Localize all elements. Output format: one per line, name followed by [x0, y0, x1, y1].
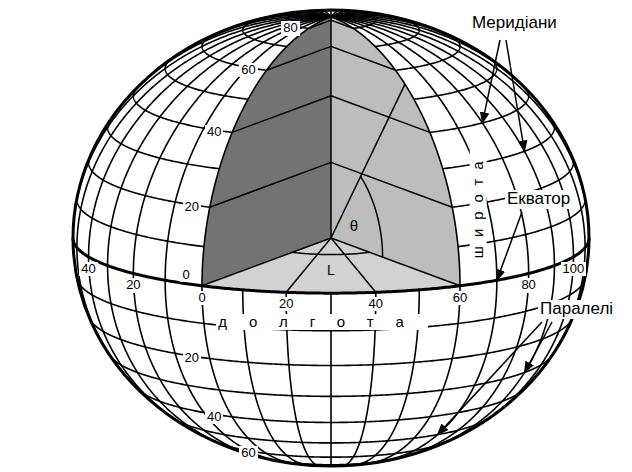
leader-arrow — [482, 40, 500, 123]
angle-symbol: θ — [350, 218, 358, 235]
latitude-number: 80 — [281, 21, 299, 35]
angle-arc — [292, 252, 369, 254]
longitude-number: 0 — [196, 291, 207, 305]
plane-line — [210, 162, 331, 207]
globe-outline — [73, 10, 589, 466]
globe-ground — [73, 10, 589, 466]
leader-arrow — [497, 212, 522, 280]
callout-label: Паралелі — [538, 300, 615, 319]
axis-word: долгота — [216, 314, 428, 331]
latitude-number: 20 — [183, 351, 201, 365]
angle-arc — [361, 176, 383, 257]
longitude-number: 80 — [519, 278, 537, 292]
parallel-line — [110, 356, 552, 397]
plane-line — [330, 17, 332, 238]
cut-edges — [202, 17, 460, 293]
callout-label: Екватор — [505, 190, 572, 209]
latitude-number: 20 — [183, 200, 201, 214]
longitude-number: 20 — [277, 297, 295, 311]
parallel-line — [138, 389, 524, 422]
latitude-number: 60 — [239, 446, 257, 460]
plane-line — [232, 96, 331, 133]
leader-arrow — [525, 322, 553, 372]
meridian-line — [331, 16, 474, 48]
callout-arrows — [438, 40, 552, 435]
longitude-number: 100 — [561, 262, 587, 276]
longitude-number: 60 — [451, 291, 469, 305]
plane-line — [331, 84, 405, 238]
longitude-number: 40 — [367, 297, 385, 311]
meridian-line — [165, 17, 331, 461]
graticule — [73, 10, 589, 466]
meridian-plane-light — [331, 17, 460, 286]
latitude-number: 0 — [180, 268, 191, 282]
plane-line — [202, 238, 331, 286]
angle-arcs — [292, 176, 382, 257]
equator-line — [73, 238, 589, 293]
parallel-line — [77, 279, 584, 330]
longitude-number: 20 — [124, 278, 142, 292]
latitude-number: 40 — [205, 125, 223, 139]
meridian-plane-dark — [202, 17, 331, 286]
axis-word: широта — [470, 150, 487, 260]
latitude-number: 60 — [239, 63, 257, 77]
plane-line — [331, 20, 353, 28]
callout-label: Меридіани — [470, 14, 559, 33]
meridian-line — [108, 17, 331, 449]
plane-line — [331, 238, 460, 286]
latitude-number: 40 — [205, 410, 223, 424]
plane-line — [331, 96, 430, 133]
meridian-line — [331, 17, 554, 449]
plane-line — [331, 46, 396, 70]
longitude-number: 40 — [79, 262, 97, 276]
leader-arrow — [438, 322, 542, 435]
plane-line — [267, 46, 332, 70]
leader-arrow — [506, 40, 525, 151]
plane-line — [309, 20, 331, 28]
angle-symbol: L — [327, 263, 335, 278]
